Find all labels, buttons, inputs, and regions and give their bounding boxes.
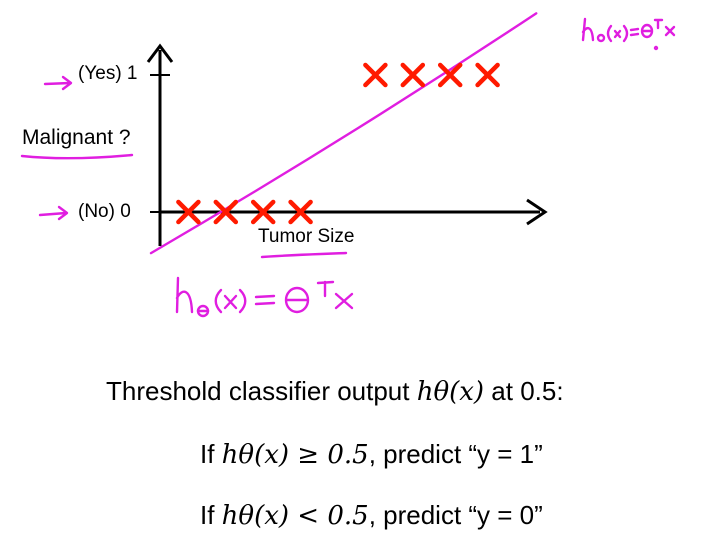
tumor-size-underline <box>260 251 348 259</box>
data-point-x-mark <box>363 62 388 88</box>
data-point-x-mark <box>288 199 313 225</box>
y-axis-label: Malignant ? <box>22 126 131 149</box>
data-point-x-mark <box>475 62 500 88</box>
rule-predict-0: If hθ(x) < 0.5, predict “y = 0” <box>200 500 543 531</box>
y-tick-label-0: (No) 0 <box>78 201 131 222</box>
data-point-x-mark <box>250 199 276 225</box>
arrow-no <box>38 205 69 221</box>
hypothesis-annotation-bottom <box>175 276 354 318</box>
arrow-yes <box>43 75 73 91</box>
data-point-x-mark <box>437 62 463 88</box>
data-point-x-mark <box>400 62 426 88</box>
threshold-heading: Threshold classifier output hθ(x) at 0.5… <box>106 376 564 407</box>
data-point-x-mark <box>213 199 239 225</box>
data-point-x-mark <box>176 199 201 225</box>
y-tick-label-1: (Yes) 1 <box>78 63 138 84</box>
rule-predict-1: If hθ(x) ≥ 0.5, predict “y = 1” <box>200 439 543 470</box>
x-axis-arrow <box>526 198 548 226</box>
hypothesis-line <box>149 12 538 255</box>
hypothesis-annotation-top <box>581 17 676 51</box>
malignant-underline <box>20 153 134 160</box>
plot-marks <box>149 12 538 255</box>
y-axis-arrow <box>146 43 174 63</box>
x-axis-label: Tumor Size <box>258 226 355 247</box>
